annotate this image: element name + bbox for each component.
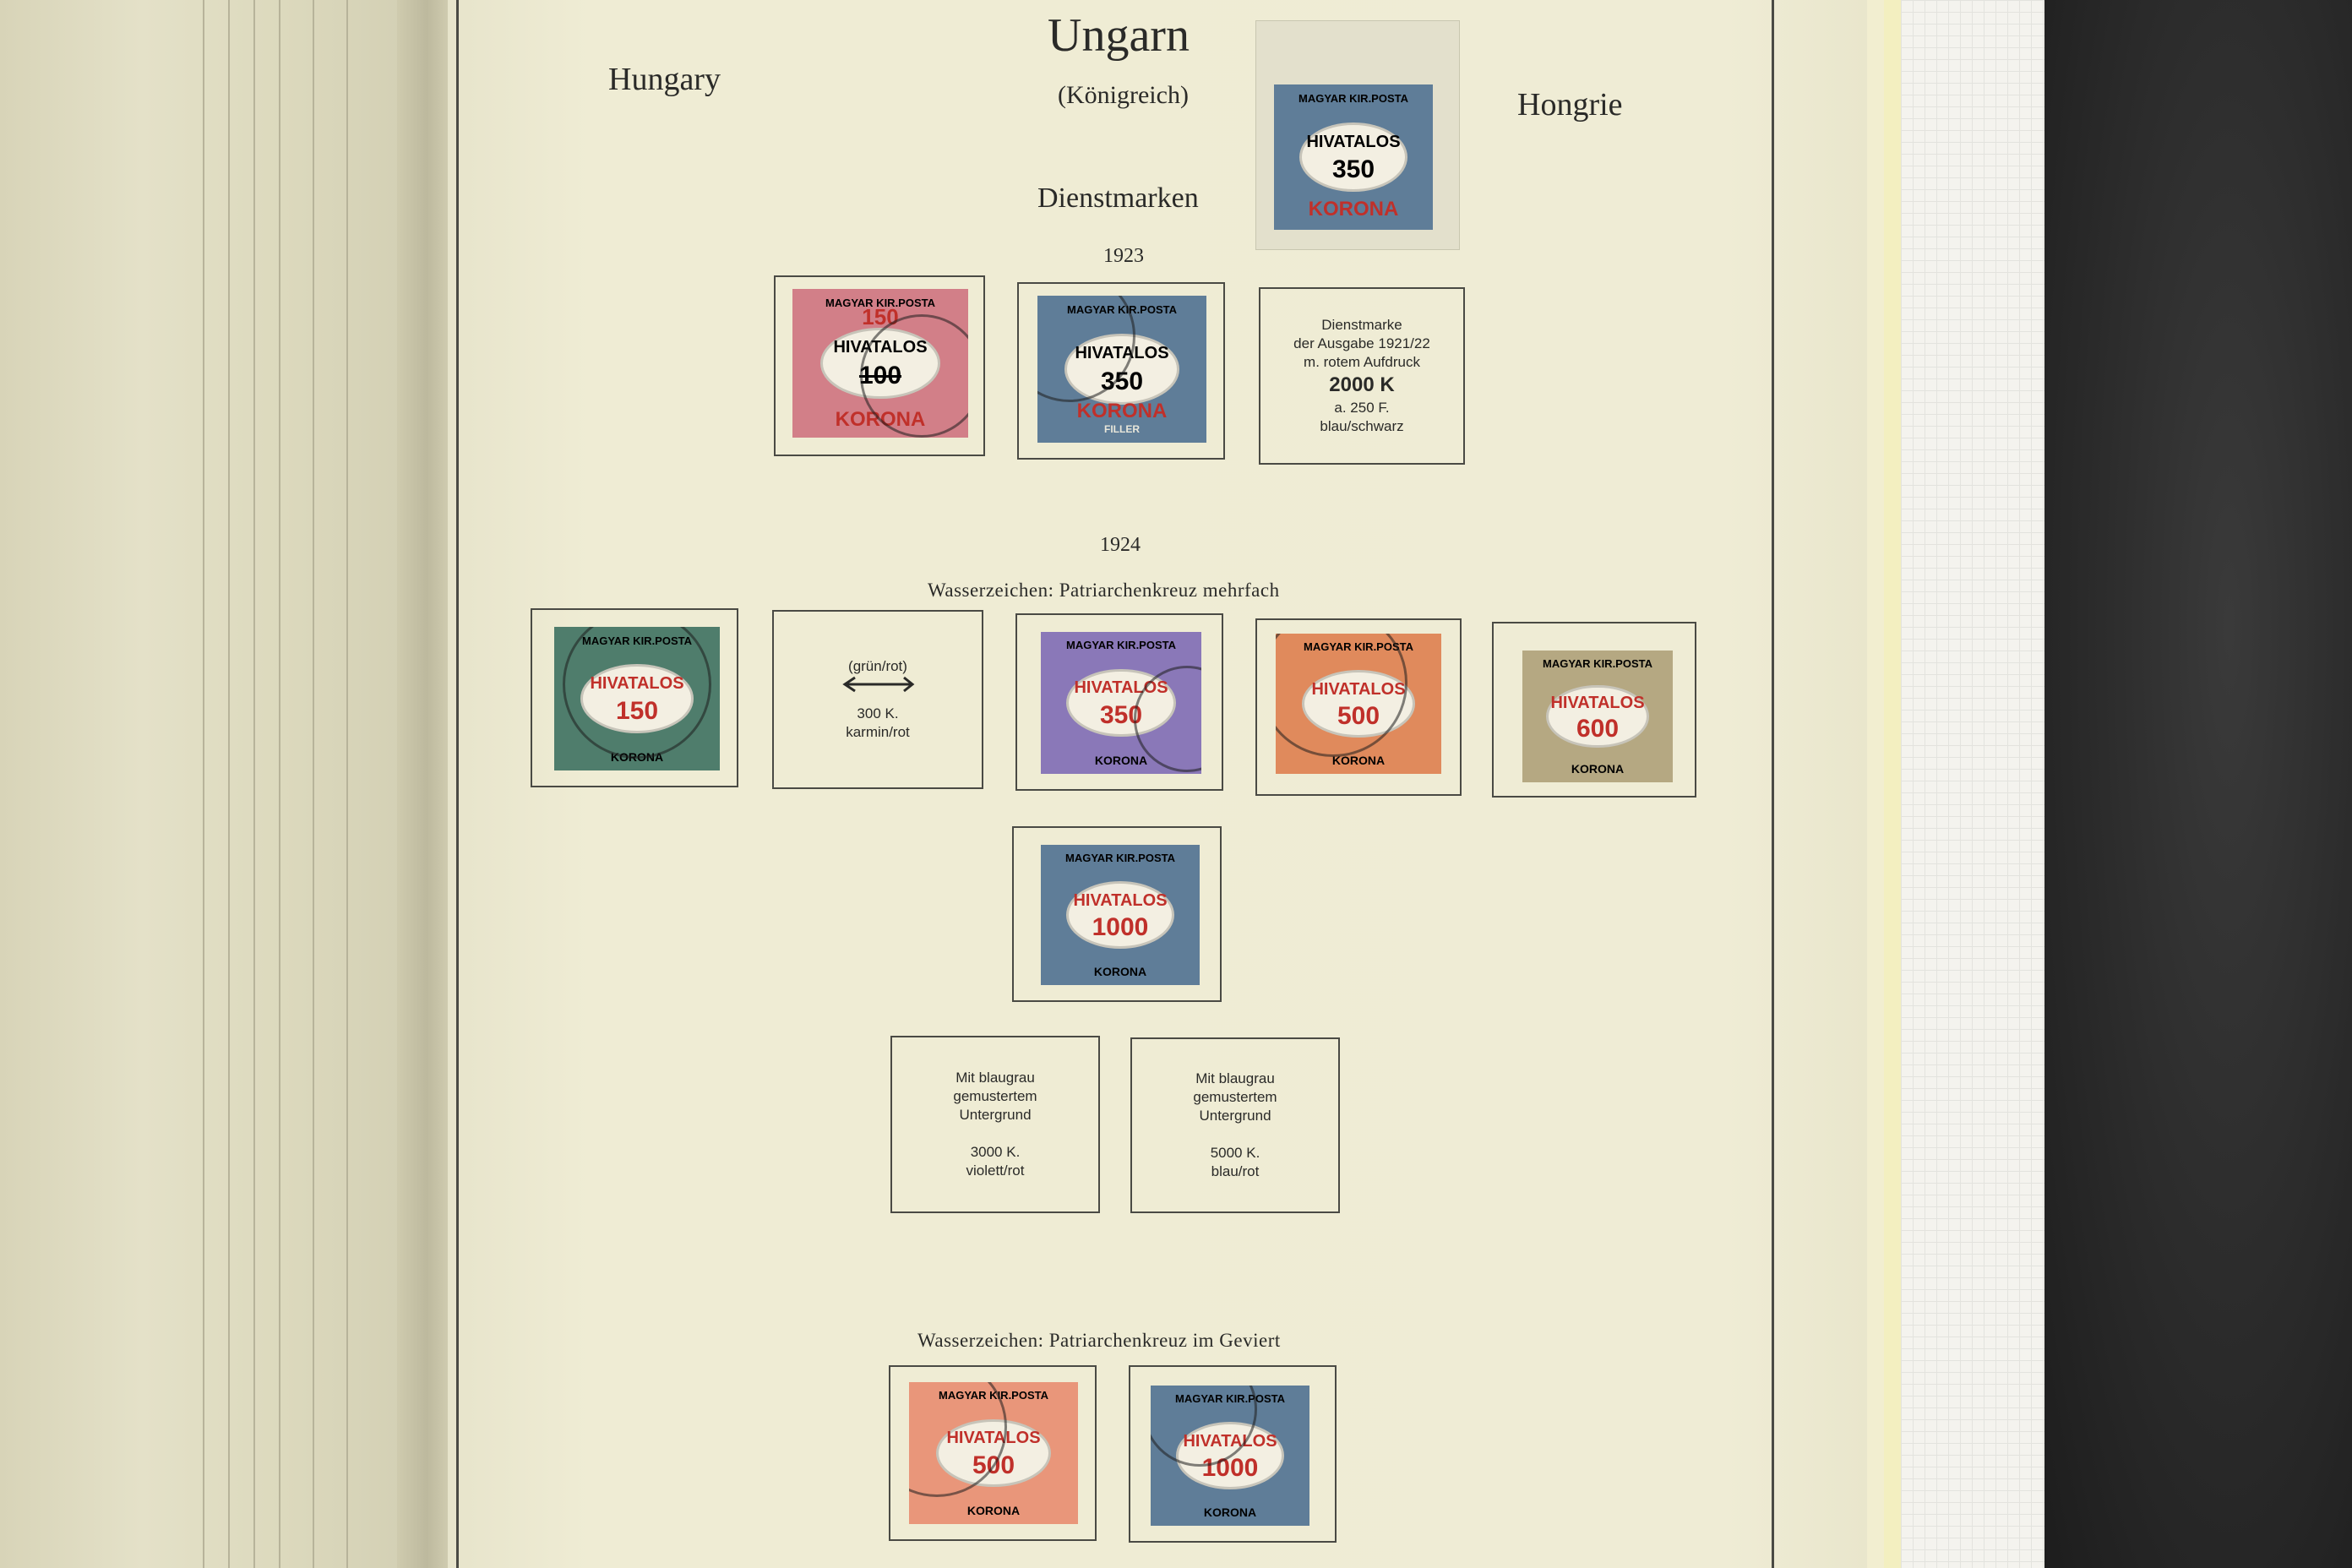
placeholder-line: Untergrund xyxy=(959,1107,1032,1123)
stamp-overprint: KORONA xyxy=(1076,400,1168,423)
placeholder-1923-2000k: Dienstmarke der Ausgabe 1921/22 m. rotem… xyxy=(1259,287,1465,465)
placeholder-value: 2000 K xyxy=(1329,373,1395,396)
stamp-frame-1924-1 xyxy=(531,608,738,787)
stamp-bottom-text: FILLER xyxy=(1104,423,1140,436)
year-heading-1924: 1924 xyxy=(1100,534,1141,556)
stamp-bottom-text: KORONA xyxy=(1571,762,1625,776)
placeholder-line: Mit blaugrau xyxy=(1195,1070,1275,1086)
placeholder-value: 5000 K. xyxy=(1210,1145,1260,1161)
stamp-frame-1924-5 xyxy=(1492,622,1696,798)
stamp-bottom-text: KORONA xyxy=(1203,1505,1257,1519)
placeholder-line: der Ausgabe 1921/22 xyxy=(1293,335,1430,351)
postmark xyxy=(1276,634,1407,757)
placeholder-value: 3000 K. xyxy=(970,1144,1021,1160)
section-title: Dienstmarken xyxy=(1037,182,1199,214)
stamp-1924-350[interactable]: MAGYAR KIR.POSTA HIVATALOS 350 KORONA xyxy=(1041,632,1201,774)
stamp-bottom-text: KORONA xyxy=(966,1503,1021,1517)
stamp-frame-1923-2 xyxy=(1017,282,1225,460)
stamp-overprint: KORONA xyxy=(1308,197,1399,220)
placeholder-3000k: Mit blaugrau gemustertem Untergrund 3000… xyxy=(890,1036,1100,1213)
placeholder-color: violett/rot xyxy=(966,1162,1025,1179)
postmark xyxy=(860,314,968,438)
album-spine xyxy=(397,0,456,1568)
placeholder-line: blau/schwarz xyxy=(1320,418,1404,434)
stamp-frame-1923-1 xyxy=(774,275,985,456)
album-page xyxy=(448,0,1867,1568)
stamp-hivatalos: HIVATALOS xyxy=(1306,132,1401,151)
stamp-hivatalos: HIVATALOS xyxy=(1073,890,1168,910)
stamp-frame-1924-3 xyxy=(1015,613,1223,791)
stamp-hivatalos: HIVATALOS xyxy=(1550,694,1645,713)
stamp-frame-geviert-2 xyxy=(1129,1365,1337,1543)
stamp-1923-350[interactable]: MAGYAR KIR.POSTA HIVATALOS 350 KORONA FI… xyxy=(1037,296,1206,443)
stamp-value: 600 xyxy=(1576,715,1620,743)
stamp-value: 350 xyxy=(1331,155,1375,184)
placeholder-line: Untergrund xyxy=(1199,1108,1271,1124)
postmark xyxy=(563,627,711,759)
page-subtitle: (Königreich) xyxy=(1058,81,1189,109)
watermark-note-square: Wasserzeichen: Patriarchenkreuz im Gevie… xyxy=(917,1330,1281,1351)
placeholder-line: Dienstmarke xyxy=(1321,317,1402,333)
placeholder-5000k: Mit blaugrau gemustertem Untergrund 5000… xyxy=(1130,1037,1340,1213)
grid-paper-sheet xyxy=(1901,0,2044,1568)
arrow-icon xyxy=(840,676,916,693)
stamp-top-text: MAGYAR KIR.POSTA xyxy=(1064,852,1175,865)
stamp-frame-1924-6 xyxy=(1012,826,1222,1002)
placeholder-note: (grün/rot) xyxy=(848,658,907,674)
stamp-loose-350[interactable]: MAGYAR KIR.POSTA HIVATALOS 350 KORONA xyxy=(1274,84,1433,230)
stamp-top-text: MAGYAR KIR.POSTA xyxy=(1065,639,1176,652)
year-heading-1923: 1923 xyxy=(1103,245,1144,267)
stamp-frame-geviert-1 xyxy=(889,1365,1097,1541)
placeholder-line: Mit blaugrau xyxy=(956,1070,1035,1086)
stamp-top-text: MAGYAR KIR.POSTA xyxy=(1542,656,1652,670)
stamp-geviert-500[interactable]: MAGYAR KIR.POSTA HIVATALOS 500 KORONA xyxy=(909,1382,1078,1524)
placeholder-line: a. 250 F. xyxy=(1334,400,1390,416)
stamp-bottom-text: KORONA xyxy=(1093,964,1147,978)
stamp-1924-500[interactable]: MAGYAR KIR.POSTA HIVATALOS 500 KORONA xyxy=(1276,634,1441,774)
placeholder-1924-300k: (grün/rot) 300 K. karmin/rot xyxy=(772,610,983,789)
placeholder-line: gemustertem xyxy=(1193,1089,1277,1105)
stamp-top-text: MAGYAR KIR.POSTA xyxy=(825,296,935,309)
dark-background xyxy=(2044,0,2352,1568)
page-border-frame xyxy=(456,0,1774,1568)
stamp-bottom-text: KORONA xyxy=(1331,753,1386,767)
stamp-frame-1924-4 xyxy=(1255,618,1462,796)
stamp-geviert-1000[interactable]: MAGYAR KIR.POSTA HIVATALOS 1000 KORONA xyxy=(1151,1386,1309,1526)
stamp-1924-1000[interactable]: MAGYAR KIR.POSTA HIVATALOS 1000 KORONA xyxy=(1041,845,1200,985)
placeholder-line: gemustertem xyxy=(953,1088,1037,1104)
stamp-1923-150-on-100[interactable]: MAGYAR KIR.POSTA 150 HIVATALOS 100 KORON… xyxy=(792,289,968,438)
stamp-1924-150[interactable]: MAGYAR KIR.POSTA HIVATALOS 150 KORONA xyxy=(554,627,720,770)
page-edges xyxy=(194,0,473,1568)
stamp-1924-600[interactable]: MAGYAR KIR.POSTA HIVATALOS 600 KORONA xyxy=(1522,651,1673,782)
left-album-pages xyxy=(0,0,473,1568)
placeholder-value: 300 K. xyxy=(857,705,899,721)
stamp-value: 1000 xyxy=(1092,913,1149,942)
placeholder-color: blau/rot xyxy=(1211,1163,1260,1179)
page-title: Ungarn xyxy=(1048,9,1190,62)
country-label-french: Hongrie xyxy=(1517,87,1623,122)
country-label-english: Hungary xyxy=(608,62,721,97)
stamp-bottom-text: KORONA xyxy=(1094,753,1148,767)
placeholder-line: m. rotem Aufdruck xyxy=(1304,354,1420,370)
placeholder-color: karmin/rot xyxy=(846,724,910,740)
stamp-top-text: MAGYAR KIR.POSTA xyxy=(1298,91,1408,105)
watermark-note-multiple: Wasserzeichen: Patriarchenkreuz mehrfach xyxy=(928,580,1280,601)
